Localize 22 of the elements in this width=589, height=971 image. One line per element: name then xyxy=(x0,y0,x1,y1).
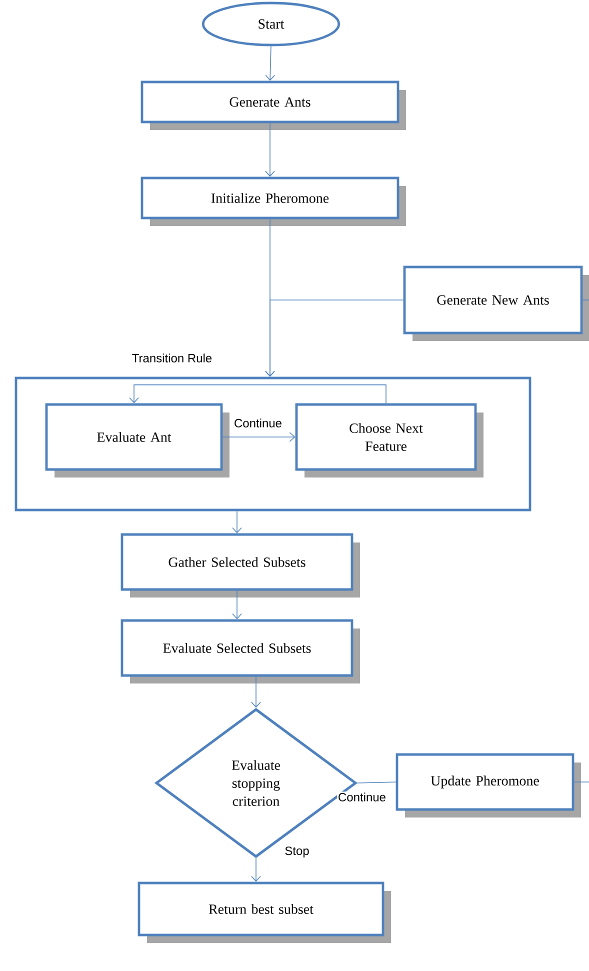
arrow xyxy=(232,590,242,620)
process-box: Gather Selected Subsets xyxy=(120,533,360,598)
edge-label: Stop xyxy=(284,846,310,858)
arrow xyxy=(265,46,276,81)
process-box: Generate New Ants xyxy=(403,266,589,341)
edge-label: Continue xyxy=(232,418,284,428)
process-box: Initialize Pheromone xyxy=(140,176,406,226)
process-box: Evaluate Ant xyxy=(45,403,230,478)
process-box: Evaluate Selected Subsets xyxy=(120,619,360,684)
process-box: Update Pheromone xyxy=(396,753,581,818)
arrow xyxy=(265,122,275,177)
arrow xyxy=(222,432,296,442)
process-box: Generate Ants xyxy=(140,80,406,130)
arrow xyxy=(251,858,261,882)
node-label: Transition Rule xyxy=(132,354,212,362)
arrow xyxy=(251,676,261,708)
edge-label: Continue xyxy=(336,792,388,802)
process-box: Choose Next Feature xyxy=(295,403,484,478)
arrow xyxy=(232,510,242,534)
process-box: Return best subset xyxy=(138,882,391,943)
arrow xyxy=(129,384,386,404)
arrow xyxy=(265,300,404,377)
